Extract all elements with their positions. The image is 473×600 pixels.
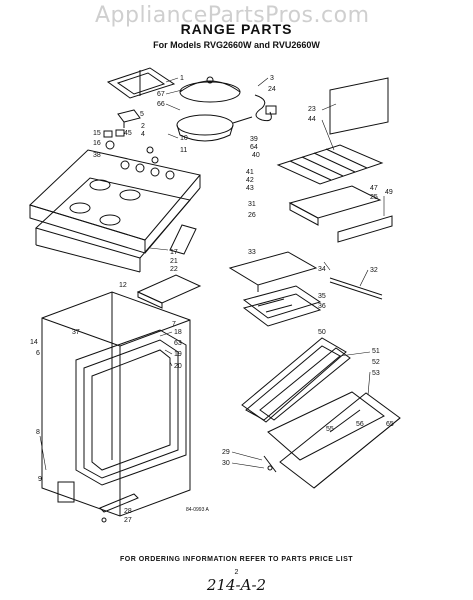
storage-parts: [57, 481, 139, 513]
screw: [101, 517, 107, 523]
callout-3: 3: [270, 75, 274, 82]
griddle-cover: [179, 76, 241, 103]
callout-40: 40: [252, 152, 260, 159]
callout-11: 11: [180, 147, 187, 154]
broiler-pan: [288, 185, 382, 226]
burner-grate: [106, 67, 176, 99]
range-body: [41, 291, 191, 517]
side-trim: [337, 215, 393, 243]
callout-35: 35: [318, 293, 326, 300]
callout-16: 16: [93, 140, 101, 147]
callout-41: 41: [246, 169, 254, 176]
callout-19: 19: [174, 351, 182, 358]
callout-64: 64: [250, 144, 258, 151]
callout-31: 31: [248, 201, 256, 208]
callout-66: 66: [157, 101, 165, 108]
watermark: AppliancePartsPros.com: [95, 3, 370, 28]
callout-36: 36: [318, 303, 326, 310]
callout-44: 44: [308, 116, 316, 123]
callout-5: 5: [140, 111, 144, 118]
callout-51: 51: [372, 348, 380, 355]
callout-34: 34: [318, 266, 326, 273]
callout-9: 9: [38, 476, 42, 483]
oven-rack: [276, 144, 384, 185]
griddle-pan: [176, 114, 253, 142]
ordering-note: FOR ORDERING INFORMATION REFER TO PARTS …: [119, 556, 354, 563]
part-callouts: 1 2 3 4 5 6 7 8 9 10 11 12 14 15 16 17 1…: [30, 75, 394, 524]
drawing-code: 84-0993 A: [186, 507, 209, 513]
door-hinge: [263, 455, 277, 473]
callout-49: 49: [385, 189, 393, 196]
oven-liner: [228, 251, 318, 292]
page-title: RANGE PARTS: [180, 21, 293, 37]
callout-26: 26: [248, 212, 256, 219]
callout-18: 18: [174, 329, 182, 336]
back-panel: [329, 77, 389, 135]
handwritten-note: 214-A-2: [206, 576, 267, 594]
oven-rail: [329, 277, 383, 300]
control-knobs: [103, 129, 159, 164]
broiler-rack: [242, 285, 322, 327]
callout-53: 53: [372, 370, 380, 377]
callout-15: 15: [93, 130, 101, 137]
callout-33: 33: [248, 249, 256, 256]
callout-65: 65: [386, 421, 394, 428]
callout-56: 56: [356, 421, 364, 428]
callout-14: 14: [30, 339, 38, 346]
power-cord: [254, 94, 277, 122]
oven-frames: [75, 329, 187, 486]
callout-6: 6: [36, 350, 40, 357]
burner-box: [35, 177, 191, 273]
drip-panel: [136, 274, 202, 309]
callout-24: 24: [268, 86, 276, 93]
callout-20: 20: [174, 363, 182, 370]
callout-63: 63: [174, 340, 182, 347]
callout-29: 29: [222, 449, 230, 456]
callout-42: 42: [246, 177, 254, 184]
callout-22: 22: [170, 266, 178, 273]
burner-head: [117, 109, 141, 128]
callout-1: 1: [180, 75, 184, 82]
callout-7: 7: [172, 321, 176, 328]
callout-28: 28: [124, 508, 132, 515]
vent-duct: [169, 224, 197, 255]
callout-25: 25: [370, 194, 378, 201]
callout-21: 21: [170, 258, 178, 265]
callout-30: 30: [222, 460, 230, 467]
callout-32: 32: [370, 267, 378, 274]
callout-67: 67: [157, 91, 165, 98]
cooktop: [29, 149, 201, 254]
callout-55: 55: [326, 426, 334, 433]
callout-12: 12: [119, 282, 127, 289]
callout-37: 37: [72, 329, 80, 336]
callout-27: 27: [124, 517, 132, 524]
callout-23: 23: [308, 106, 316, 113]
callout-8: 8: [36, 429, 40, 436]
callout-47: 47: [370, 185, 378, 192]
leader-lines: [39, 77, 385, 471]
callout-2: 2: [141, 123, 145, 130]
callout-50: 50: [318, 329, 326, 336]
callout-4: 4: [141, 131, 145, 138]
callout-38: 38: [93, 152, 101, 159]
callout-45: 45: [124, 130, 132, 137]
page-number: 2: [234, 569, 239, 576]
page-subtitle: For Models RVG2660W and RVU2660W: [153, 40, 320, 50]
callout-52: 52: [372, 359, 380, 366]
callout-43: 43: [246, 185, 254, 192]
callout-39: 39: [250, 136, 258, 143]
callout-17: 17: [170, 249, 178, 256]
callout-10: 10: [180, 135, 188, 142]
